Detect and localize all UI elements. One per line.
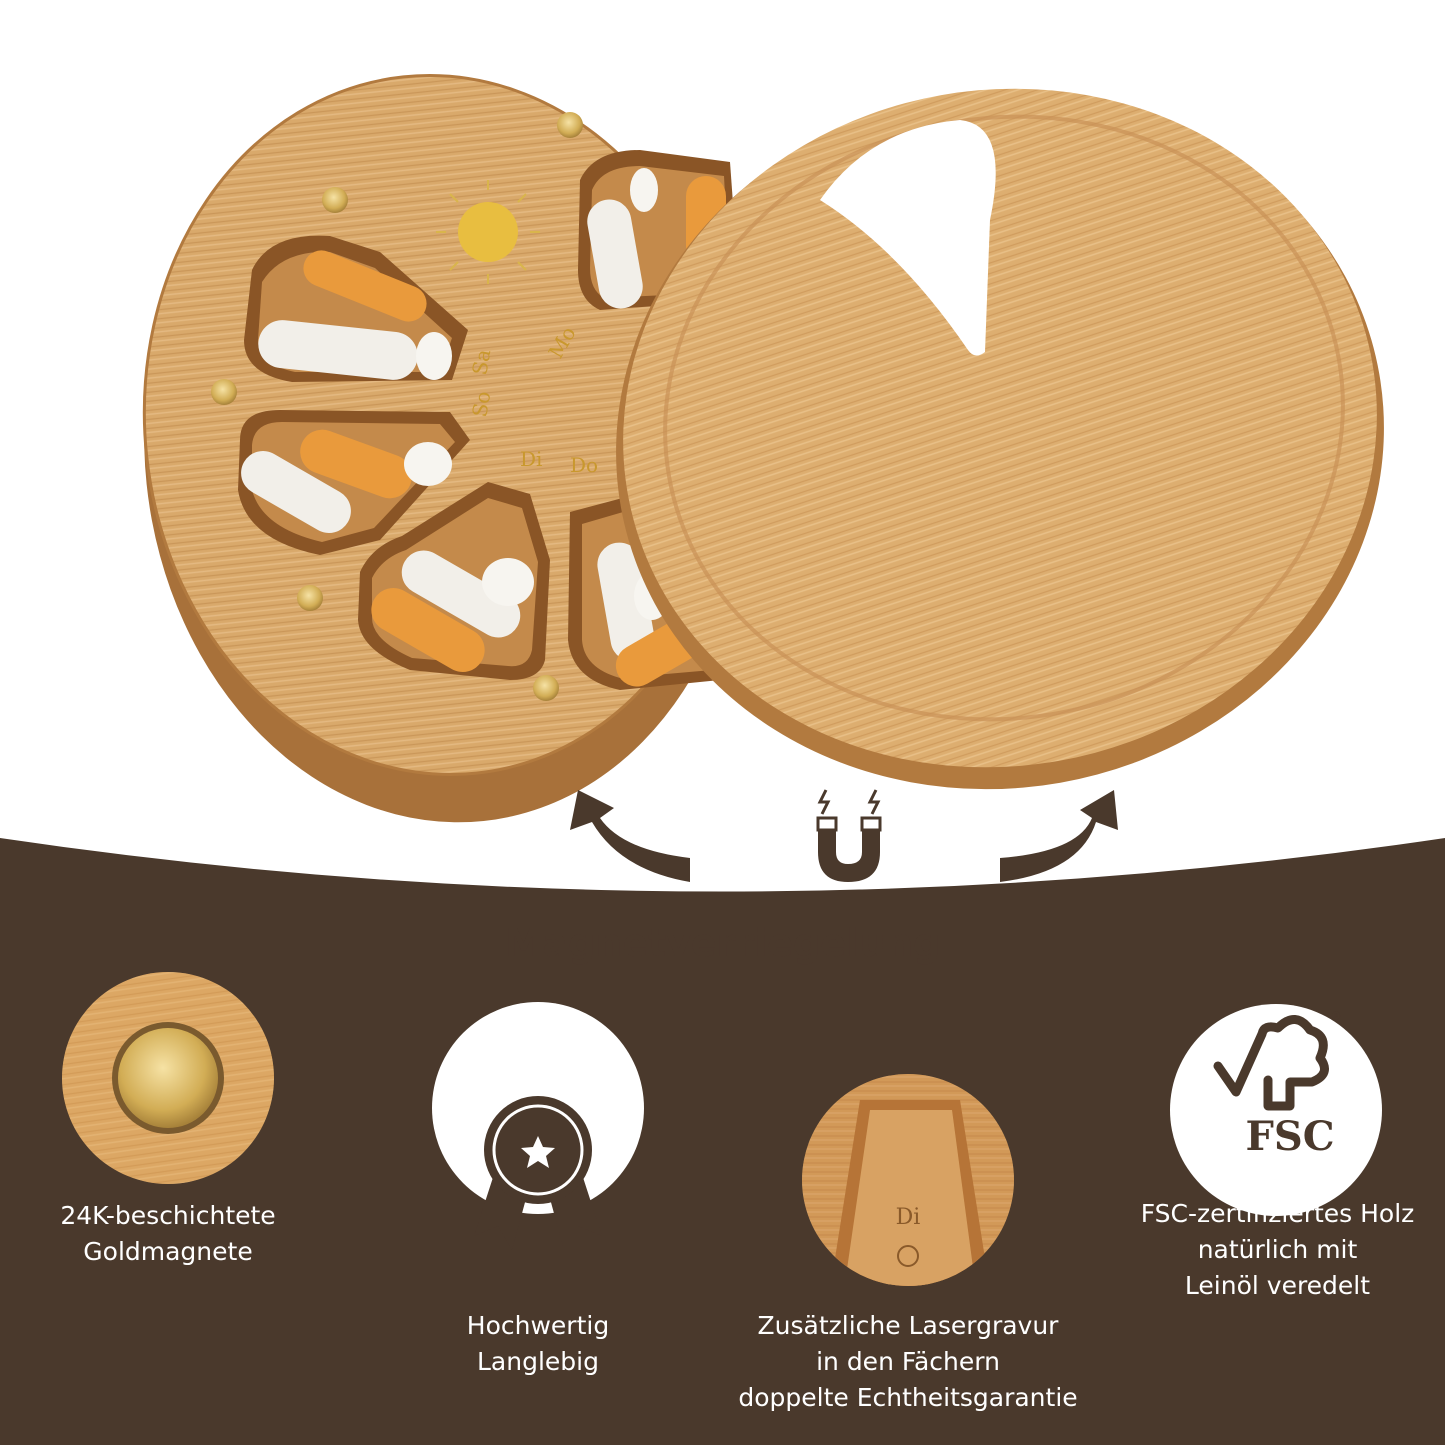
- day-engraving-do: Do: [570, 453, 598, 477]
- fsc-logo: FSC ®: [1170, 1004, 1382, 1216]
- curved-arrow-left-icon: [570, 790, 690, 882]
- caption-line: in den Fächern: [816, 1347, 1000, 1376]
- compartment-engraving-label: Di: [896, 1205, 921, 1230]
- award-rosette-icon: [474, 1096, 602, 1250]
- headline-magnetic-lock: Magnetverriegelung: [504, 921, 941, 965]
- gold-magnet: [297, 585, 323, 611]
- feature-caption-engraving: Zusätzliche Lasergravur in den Fächern d…: [708, 1308, 1108, 1416]
- caption-line: Zusätzliche Lasergravur: [757, 1311, 1059, 1340]
- engraving-closeup-photo: Di: [802, 1074, 1014, 1286]
- fsc-logo-text: FSC: [1245, 1113, 1334, 1160]
- day-engraving-di: Di: [520, 447, 542, 471]
- magnet-icon: [816, 789, 882, 882]
- gold-magnet: [211, 379, 237, 405]
- caption-line: Leinöl veredelt: [1184, 1271, 1371, 1300]
- feature-caption-quality: Hochwertig Langlebig: [370, 1308, 706, 1380]
- gold-magnet: [322, 187, 348, 213]
- sun-engraving: [436, 180, 540, 284]
- fsc-tree-logo-icon: [1213, 1015, 1329, 1111]
- caption-line: Langlebig: [477, 1347, 599, 1376]
- feature-caption-magnets: 24K-beschichtete Goldmagnete: [0, 1198, 336, 1270]
- day-engraving-sa: Sa: [467, 347, 495, 376]
- caption-line: Goldmagnete: [83, 1237, 253, 1266]
- gold-magnets: [211, 112, 583, 701]
- caption-line: doppelte Echtheitsgarantie: [738, 1383, 1078, 1412]
- pill-box-lid: [616, 88, 1384, 790]
- lid-keyhole-cutout: [820, 120, 996, 356]
- curved-arrow-right-icon: [1000, 790, 1118, 882]
- registered-mark: ®: [1330, 1009, 1342, 1023]
- quality-badge: [432, 1002, 644, 1250]
- caption-line: 24K-beschichtete: [60, 1201, 276, 1230]
- gold-magnet: [557, 112, 583, 138]
- compartment: [238, 410, 470, 555]
- compartment: [358, 482, 550, 680]
- caption-line: natürlich mit: [1197, 1235, 1358, 1264]
- caption-line: FSC-zertifiziertes Holz: [1140, 1199, 1415, 1228]
- brown-background-band: [0, 838, 1445, 1445]
- magnet-closeup-photo: [62, 972, 274, 1184]
- feature-caption-fsc: FSC-zertifiziertes Holz natürlich mit Le…: [1110, 1196, 1445, 1304]
- day-engraving-so: So: [467, 389, 495, 419]
- compartment: [244, 235, 468, 382]
- pill-box-base: Mo Di Do Sa So: [142, 74, 746, 823]
- caption-line: Hochwertig: [466, 1311, 610, 1340]
- gold-magnet: [533, 675, 559, 701]
